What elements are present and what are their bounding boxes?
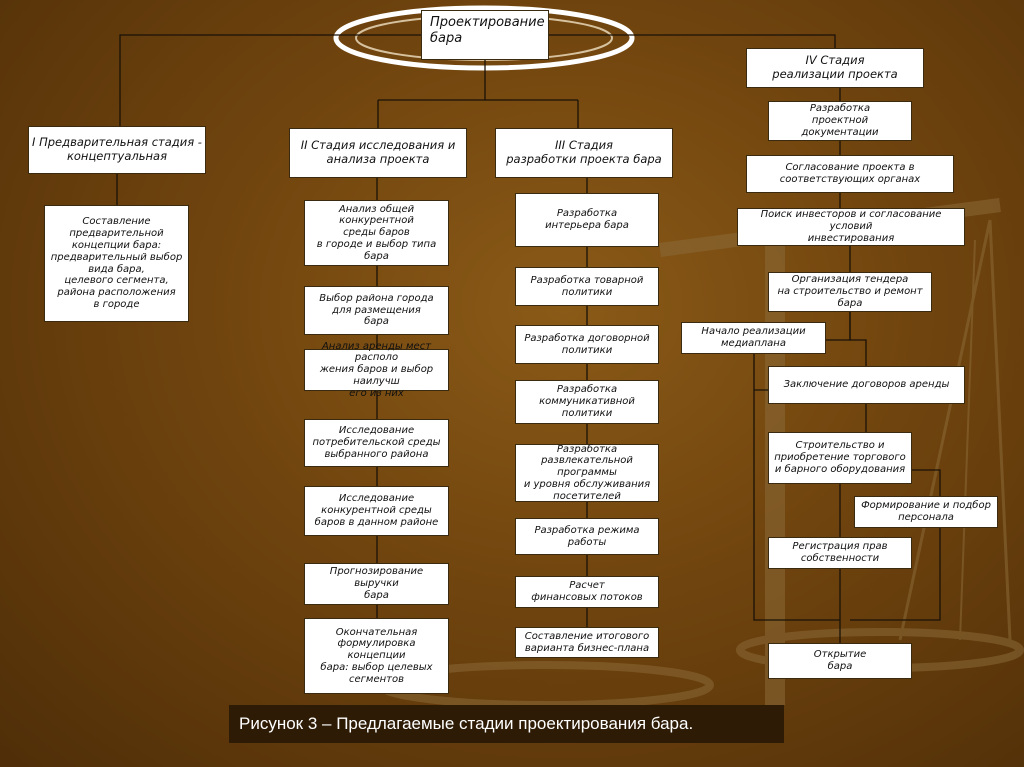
step-node: Составление итогового варианта бизнес-пл… [515, 627, 659, 658]
step-node: Регистрация прав собственности [768, 537, 912, 569]
step-node: Разработка интерьера бара [515, 193, 659, 247]
step-node: Анализ аренды мест располо жения баров и… [304, 341, 449, 399]
step-node: Начало реализации медиаплана [681, 322, 826, 354]
step-node: Выбор района города для размещения бара [304, 286, 449, 335]
step-node: Окончательная формулировка концепции бар… [304, 618, 449, 694]
step-node: Составление предварительной концепции ба… [44, 205, 189, 322]
diagram-title: Проектирование бара [421, 10, 549, 60]
stage-node: IV Стадия реализации проекта [746, 48, 924, 88]
connector-line [119, 34, 421, 100]
stage-node: I Предварительная стадия - концептуальна… [28, 126, 206, 174]
step-node: Строительство и приобретение торгового и… [768, 432, 912, 484]
step-node: Организация тендера на строительство и р… [768, 272, 932, 312]
connector-line [826, 312, 851, 341]
connector-line [850, 528, 941, 621]
connector-line [753, 390, 840, 621]
connector-line [912, 469, 941, 496]
stage-node: II Стадия исследования и анализа проекта [289, 128, 467, 178]
stage-node: III Стадия разработки проекта бара [495, 128, 673, 178]
step-node: Разработка договорной политики [515, 325, 659, 364]
step-node: Формирование и подбор персонала [854, 496, 998, 528]
step-node: Согласование проекта в соответствующих о… [746, 155, 954, 193]
step-node: Исследование потребительской среды выбра… [304, 419, 449, 467]
step-node: Расчет финансовых потоков [515, 576, 659, 608]
connector-line [549, 34, 836, 48]
step-node: Разработка коммуникативной политики [515, 380, 659, 424]
connector-line [849, 312, 867, 366]
step-node: Разработка режима работы [515, 518, 659, 555]
step-node: Прогнозирование выручки бара [304, 563, 449, 605]
step-node: Анализ общей конкурентной среды баров в … [304, 200, 449, 266]
step-node: Поиск инвесторов и согласование условий … [737, 208, 965, 246]
step-node: Исследование конкурентной среды баров в … [304, 486, 449, 536]
step-node: Заключение договоров аренды [768, 366, 965, 404]
step-node: Разработка развлекательной программы и у… [515, 444, 659, 502]
step-node: Открытие бара [768, 643, 912, 679]
step-node: Разработка товарной политики [515, 267, 659, 306]
step-node: Разработка проектной документации [768, 101, 912, 141]
figure-caption: Рисунок 3 – Предлагаемые стадии проектир… [229, 705, 784, 743]
